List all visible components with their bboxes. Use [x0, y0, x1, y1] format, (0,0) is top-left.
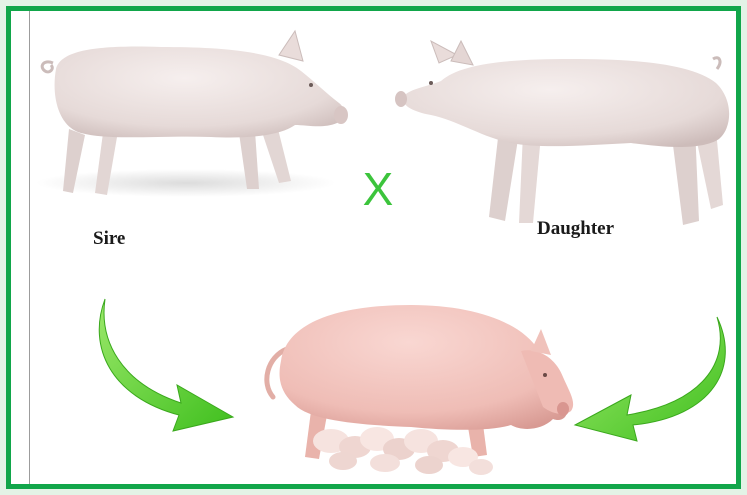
diagram-frame: X Sire Daughter — [6, 6, 741, 489]
breeding-diagram: X Sire Daughter — [11, 11, 736, 484]
cross-symbol: X — [363, 163, 394, 215]
sire-pig-icon — [36, 31, 348, 197]
right-curved-arrow-icon — [575, 317, 725, 441]
piglets — [313, 427, 493, 475]
sow-with-piglets-icon — [267, 305, 573, 475]
sire-label: Sire — [93, 228, 125, 249]
daughter-pig-icon — [395, 41, 729, 225]
left-curved-arrow-icon — [99, 299, 233, 431]
daughter-label: Daughter — [537, 218, 615, 239]
